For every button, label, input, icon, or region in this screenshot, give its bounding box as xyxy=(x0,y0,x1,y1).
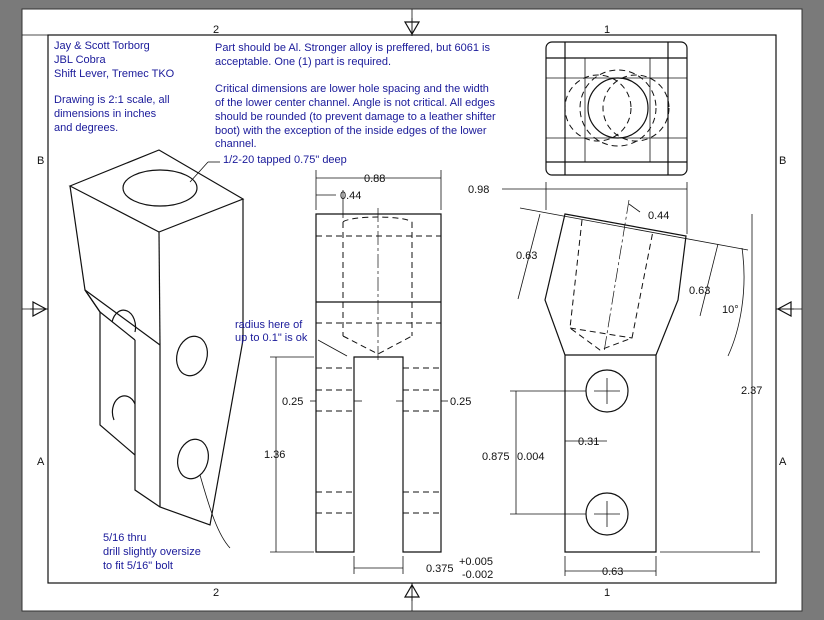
callout-radius: radius here of up to 0.1" is ok xyxy=(235,319,308,344)
note-material: Part should be Al. Stronger alloy is pre… xyxy=(215,42,493,68)
side-view xyxy=(544,199,687,553)
note-author: Jay & Scott Torborg JBL Cobra Shift Leve… xyxy=(54,40,175,80)
dim-side-top-offset: 0.44 xyxy=(648,210,669,222)
dim-side-hole-spacing: 0.875 xyxy=(482,451,510,463)
note-critical: Critical dimensions are lower hole spaci… xyxy=(215,83,499,150)
zone-label-left-bottom: A xyxy=(37,456,45,468)
zone-label-bottom-right: 1 xyxy=(604,587,610,599)
zone-label-left-top: B xyxy=(37,155,44,167)
dim-side-top-width: 0.98 xyxy=(468,184,489,196)
callout-tapped-hole: 1/2-20 tapped 0.75" deep xyxy=(223,154,347,166)
dim-side-bottom-width: 0.63 xyxy=(602,566,623,578)
tapped-hole-top xyxy=(122,169,198,207)
dim-front-width: 0.88 xyxy=(364,173,385,185)
centering-mark-left xyxy=(30,300,48,318)
centering-mark-right xyxy=(776,300,794,318)
front-view xyxy=(315,208,442,553)
dim-front-slot-right: 0.25 xyxy=(450,396,471,408)
dim-side-angle: 10° xyxy=(722,304,739,316)
zone-label-right-bottom: A xyxy=(779,456,787,468)
isometric-view xyxy=(68,149,245,526)
dim-front-tol-minus: -0.002 xyxy=(462,569,493,581)
callout-drill: 5/16 thru drill slightly oversize to fit… xyxy=(103,532,204,572)
dim-front-tol-plus: +0.005 xyxy=(459,556,493,568)
zone-label-top-right: 1 xyxy=(604,24,610,36)
centering-mark-bottom xyxy=(403,583,421,601)
cross-hole-lower xyxy=(177,438,209,480)
dim-front-leg-height: 1.36 xyxy=(264,449,285,461)
drawing-sheet xyxy=(21,8,803,612)
dim-front-hole: 0.44 xyxy=(340,190,361,202)
dim-side-right-depth: 0.63 xyxy=(689,285,710,297)
top-view xyxy=(545,41,688,176)
dim-front-channel: 0.375 xyxy=(426,563,454,575)
zone-label-bottom-left: 2 xyxy=(213,587,219,599)
dim-front-slot-left: 0.25 xyxy=(282,396,303,408)
dim-side-left-depth: 0.63 xyxy=(516,250,537,262)
cross-hole-upper xyxy=(176,335,208,377)
dim-side-height: 2.37 xyxy=(741,385,762,397)
zone-label-right-top: B xyxy=(779,155,786,167)
dim-side-hole-tolerance: 0.004 xyxy=(517,451,545,463)
note-scale: Drawing is 2:1 scale, all dimensions in … xyxy=(54,94,173,134)
zone-label-top-left: 2 xyxy=(213,24,219,36)
centering-mark-top xyxy=(403,18,421,36)
dim-side-hole-offset: 0.31 xyxy=(578,436,599,448)
